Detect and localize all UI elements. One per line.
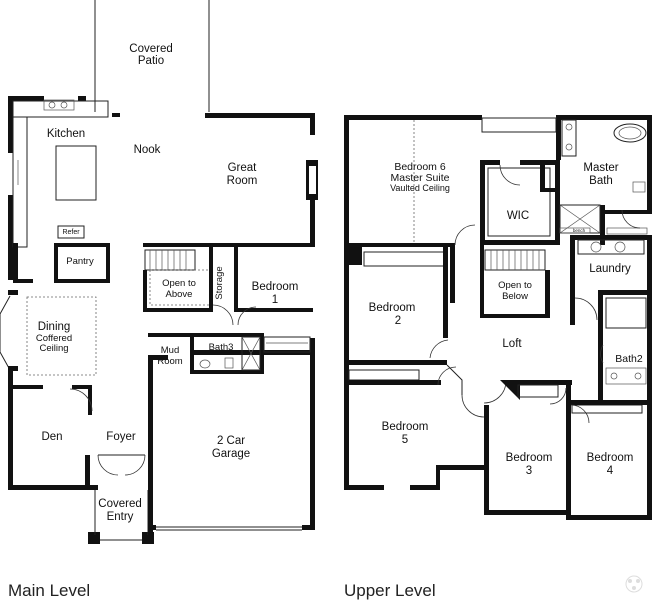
upper-interior-walls [348, 119, 652, 424]
main-exterior-walls [0, 96, 318, 544]
bench-label: bench [573, 228, 586, 233]
upper-level-title: Upper Level [344, 581, 436, 600]
refer-label: Refer [62, 229, 80, 236]
den-label: Den [41, 431, 62, 443]
pantry-label: Pantry [66, 256, 94, 267]
main-interior-walls [12, 99, 313, 476]
bath-2-label: Bath2 [615, 353, 643, 365]
nook-label: Nook [134, 144, 161, 156]
covered-patio-outline [94, 0, 210, 112]
storage-label: Storage [214, 266, 225, 299]
loft-label: Loft [502, 338, 522, 350]
bath-3-label: Bath3 [209, 342, 234, 353]
upper-exterior-walls [344, 115, 652, 520]
watermark-logo-icon [625, 575, 643, 593]
foyer-label: Foyer [106, 431, 136, 443]
kitchen-label: Kitchen [47, 128, 85, 140]
laundry-label: Laundry [589, 263, 631, 275]
wic-label: WIC [507, 210, 529, 222]
main-level-title: Main Level [8, 581, 90, 600]
